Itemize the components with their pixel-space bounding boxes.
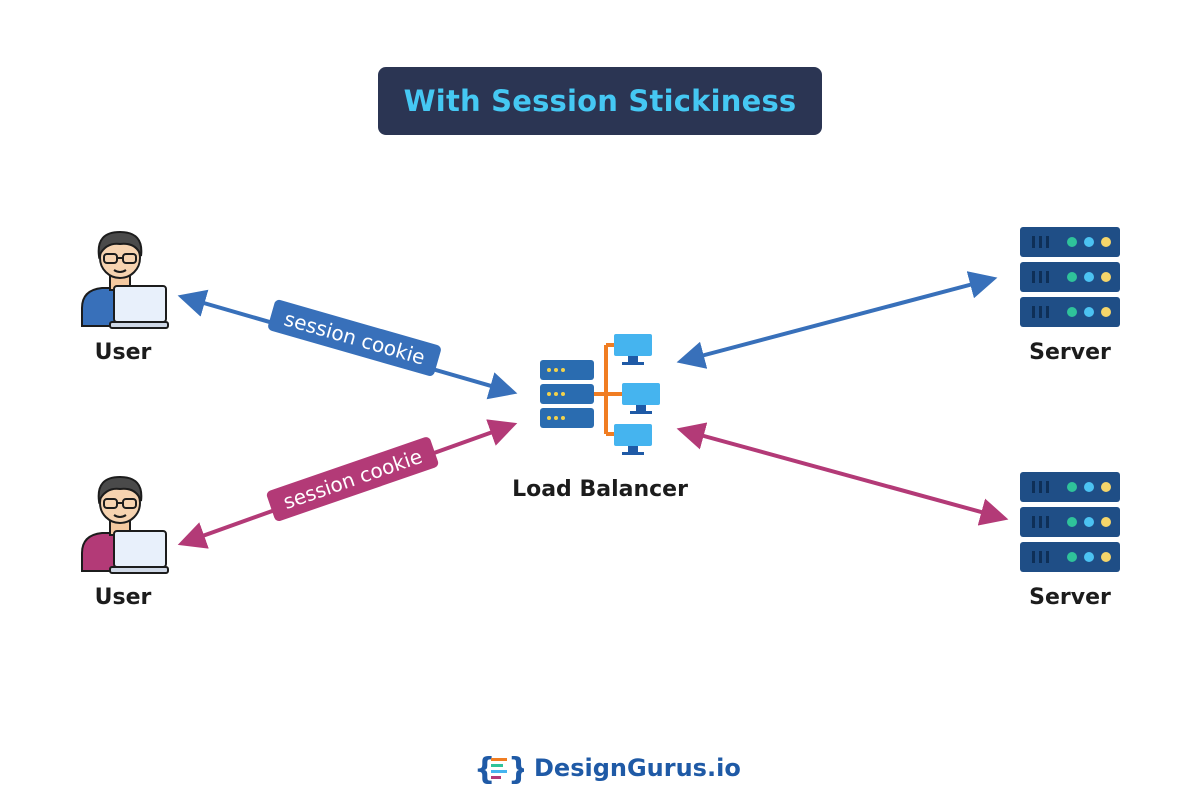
server-bottom-icon (1020, 472, 1120, 572)
svg-text:}: } (508, 752, 524, 786)
lb-monitor-middle (622, 383, 660, 414)
lb-connector (594, 343, 622, 436)
edge-lb-to-server-top (676, 271, 998, 369)
load-balancer-icon (540, 334, 660, 455)
user-top-label: User (94, 340, 152, 365)
diagram-title: With Session Stickiness (403, 84, 797, 118)
brand-name: DesignGurus.io (534, 754, 741, 782)
lb-monitor-top (614, 334, 652, 365)
user-bottom-label: User (94, 585, 152, 610)
lb-monitor-bottom (614, 424, 652, 455)
code-brackets-icon: { } (474, 752, 524, 786)
user-top-icon (81, 230, 169, 329)
brand-logo: { } DesignGurus.io (474, 748, 741, 788)
server-top-icon (1020, 227, 1120, 327)
lb-server-stack (540, 360, 594, 428)
load-balancer-label: Load Balancer (512, 477, 688, 502)
title-banner: With Session Stickiness (378, 67, 822, 135)
server-top-label: Server (1029, 340, 1111, 365)
edge-lb-to-server-bottom (676, 422, 1009, 526)
server-bottom-label: Server (1029, 585, 1111, 610)
svg-text:{: { (474, 752, 495, 786)
user-bottom-icon (81, 475, 169, 574)
